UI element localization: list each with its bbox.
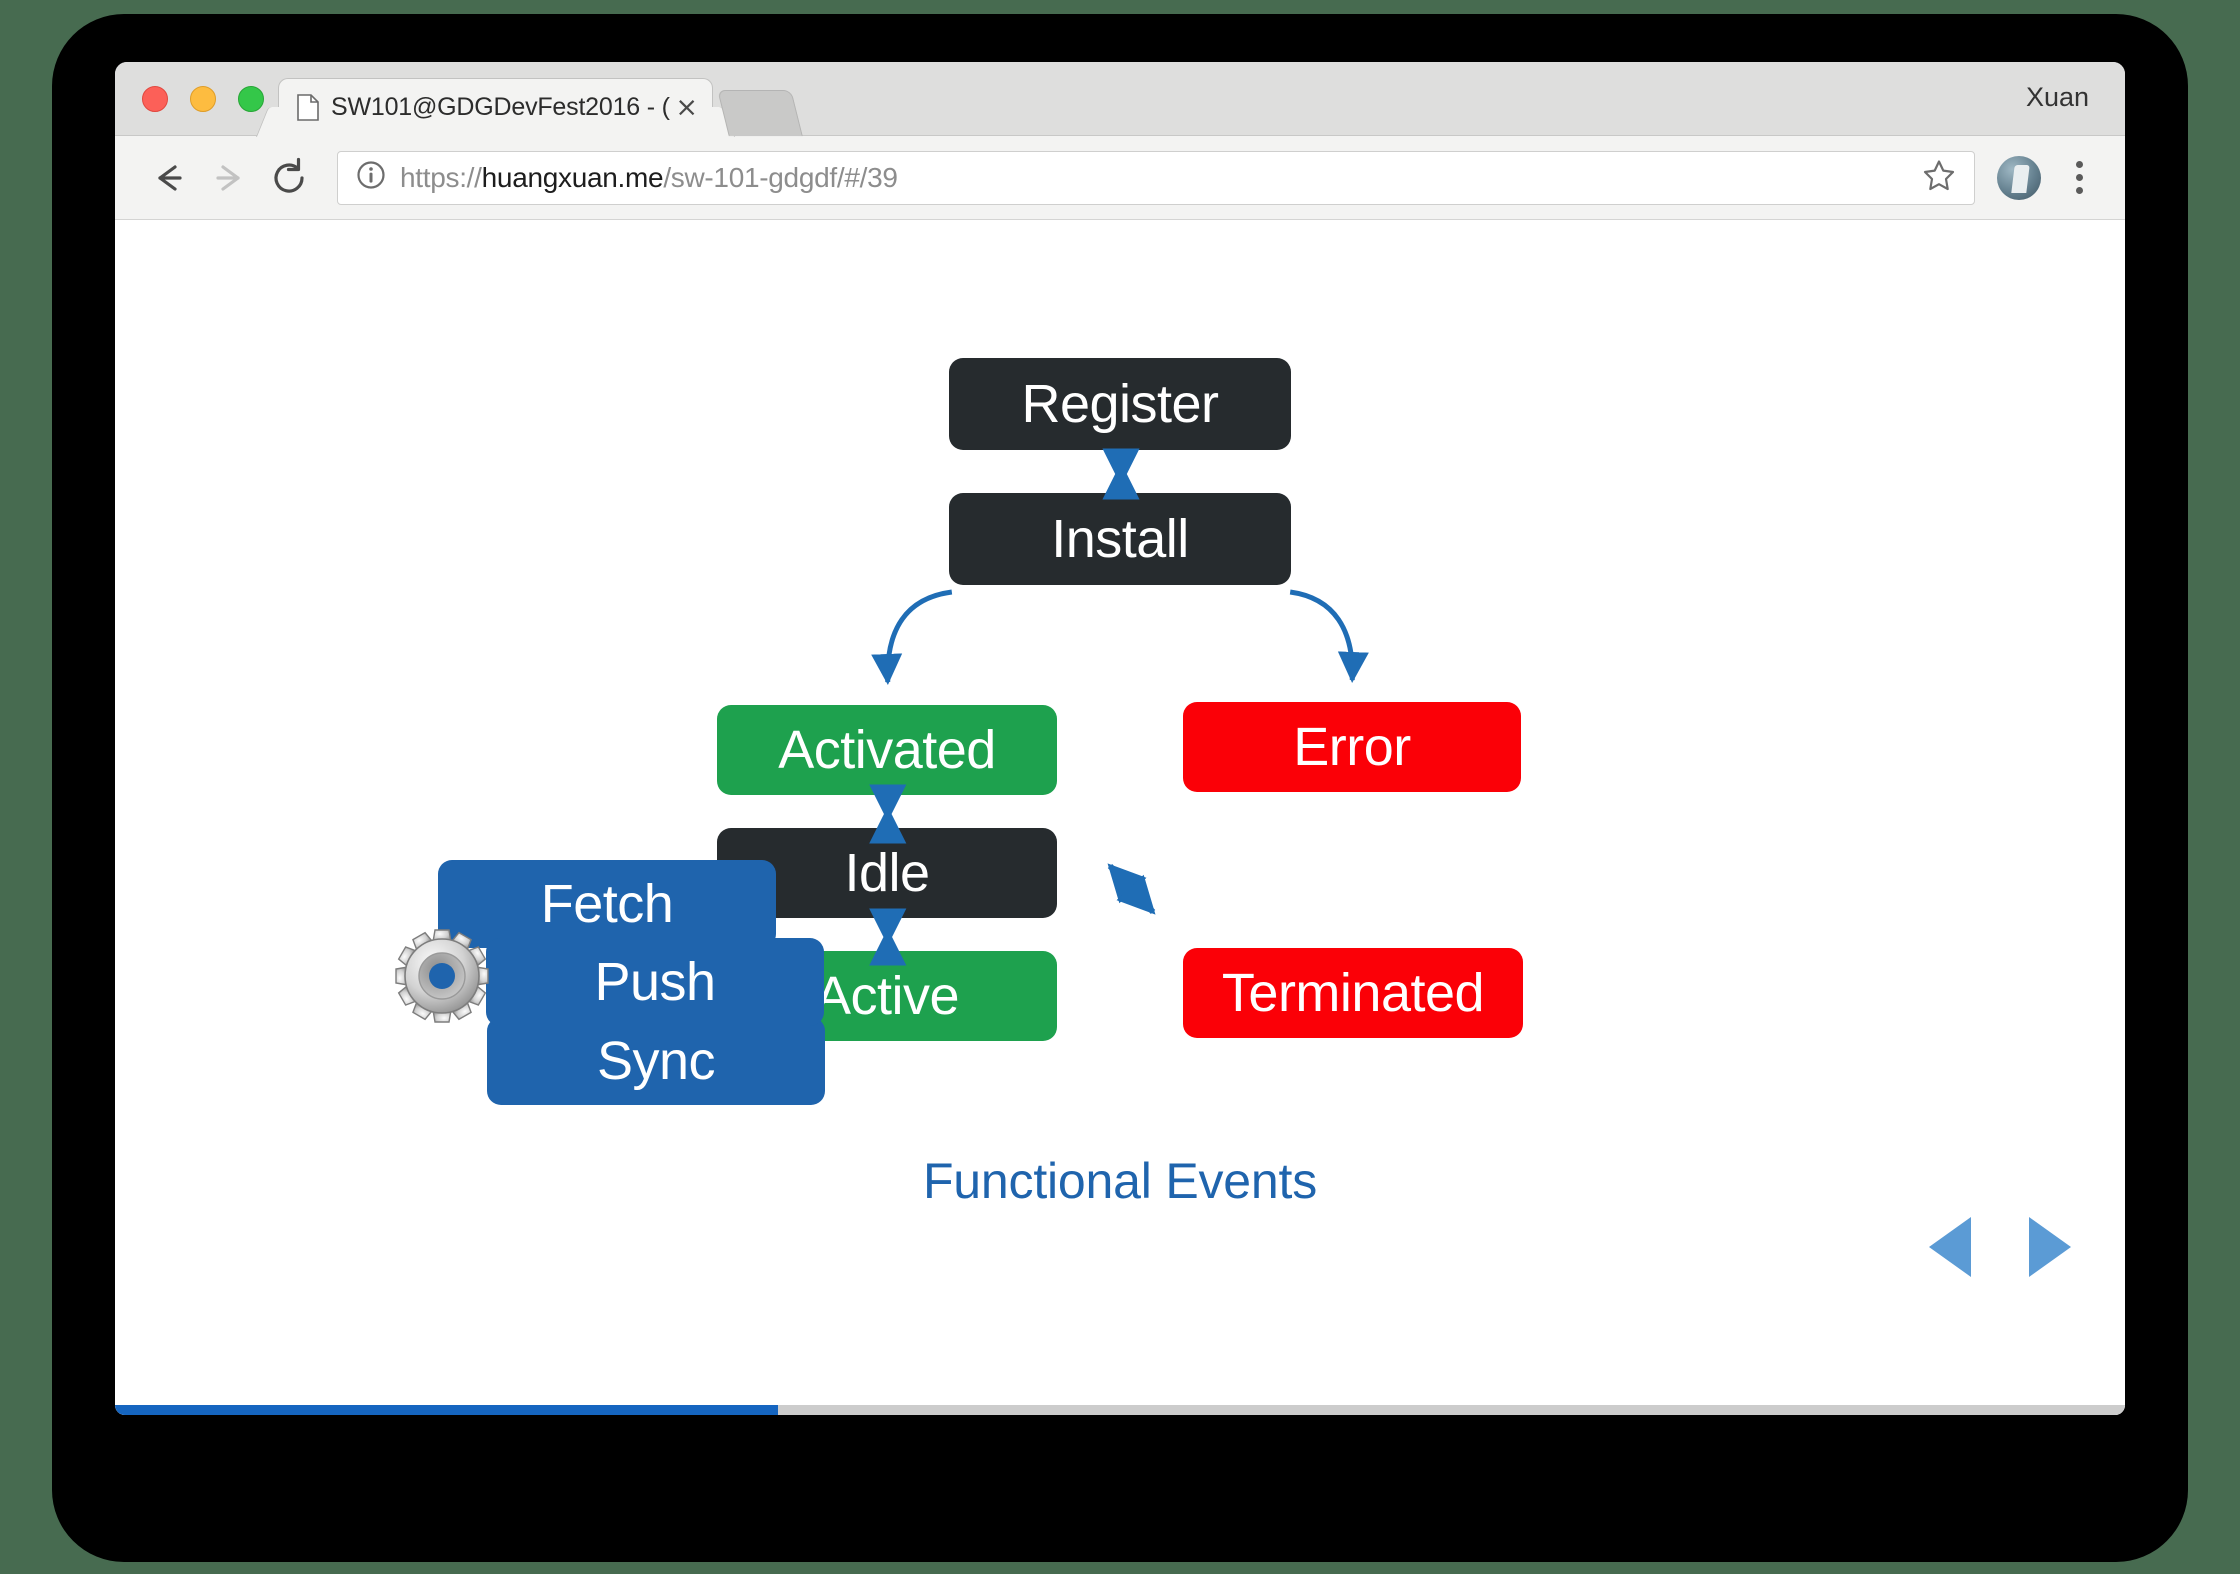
close-tab-button[interactable]: × bbox=[675, 92, 698, 123]
slide-navigation-controls bbox=[1929, 1217, 2071, 1277]
url-path: /sw-101-gdgdf/#/39 bbox=[663, 161, 898, 193]
address-bar-url[interactable]: https://huangxuan.me/sw-101-gdgdf/#/39 bbox=[400, 162, 898, 194]
browser-tab-active[interactable]: SW101@GDGDevFest2016 - ( × bbox=[278, 78, 713, 136]
browser-window: SW101@GDGDevFest2016 - ( × Xuan bbox=[115, 62, 2125, 1415]
close-window-button[interactable] bbox=[142, 86, 168, 112]
slide-progress-track bbox=[115, 1405, 2125, 1415]
slide-progress-fill bbox=[115, 1405, 779, 1415]
menu-dot bbox=[2075, 187, 2083, 194]
gear-icon bbox=[392, 926, 492, 1026]
back-arrow-icon[interactable] bbox=[141, 150, 197, 206]
three-dot-menu-icon[interactable] bbox=[2059, 153, 2099, 203]
info-circle-icon[interactable] bbox=[356, 160, 386, 195]
profile-name-label[interactable]: Xuan bbox=[2025, 82, 2089, 112]
event-node-fetch[interactable]: Fetch bbox=[438, 860, 776, 948]
state-node-error[interactable]: Error bbox=[1183, 702, 1521, 792]
arrow-install-error bbox=[1289, 589, 1369, 683]
next-slide-triangle-icon[interactable] bbox=[2029, 1217, 2071, 1277]
state-node-activated[interactable]: Activated bbox=[717, 705, 1057, 795]
reload-icon[interactable] bbox=[261, 150, 317, 206]
browser-tab-background[interactable] bbox=[717, 90, 803, 136]
event-node-push[interactable]: Push bbox=[486, 938, 824, 1026]
slide-caption: Functional Events bbox=[922, 1153, 1318, 1209]
browser-tab-title: SW101@GDGDevFest2016 - ( bbox=[331, 93, 670, 121]
arrow-install-activated bbox=[871, 589, 953, 685]
url-host: huangxuan.me bbox=[481, 161, 664, 193]
avatar-icon[interactable] bbox=[1997, 155, 2041, 200]
url-scheme: https:// bbox=[400, 161, 482, 193]
window-traffic-lights bbox=[142, 86, 264, 112]
browser-toolbar: https://huangxuan.me/sw-101-gdgdf/#/39 bbox=[115, 136, 2125, 220]
page-favicon-icon bbox=[297, 94, 319, 121]
state-node-install[interactable]: Install bbox=[949, 493, 1291, 585]
previous-slide-triangle-icon[interactable] bbox=[1929, 1217, 1971, 1277]
event-node-sync[interactable]: Sync bbox=[487, 1017, 825, 1105]
slide-canvas[interactable]: Register Install Activated Error Idle Ac… bbox=[115, 220, 2125, 1415]
menu-dot bbox=[2075, 161, 2083, 168]
menu-dot bbox=[2075, 174, 2083, 181]
state-node-terminated[interactable]: Terminated bbox=[1183, 948, 1523, 1038]
maximize-window-button[interactable] bbox=[238, 86, 264, 112]
forward-arrow-icon bbox=[201, 150, 257, 206]
star-icon[interactable] bbox=[1922, 158, 1956, 197]
state-node-register[interactable]: Register bbox=[949, 358, 1291, 450]
arrow-active-terminated bbox=[1107, 863, 1156, 915]
tab-strip: SW101@GDGDevFest2016 - ( × Xuan bbox=[115, 62, 2125, 136]
address-bar[interactable]: https://huangxuan.me/sw-101-gdgdf/#/39 bbox=[337, 150, 1975, 205]
minimize-window-button[interactable] bbox=[190, 86, 216, 112]
